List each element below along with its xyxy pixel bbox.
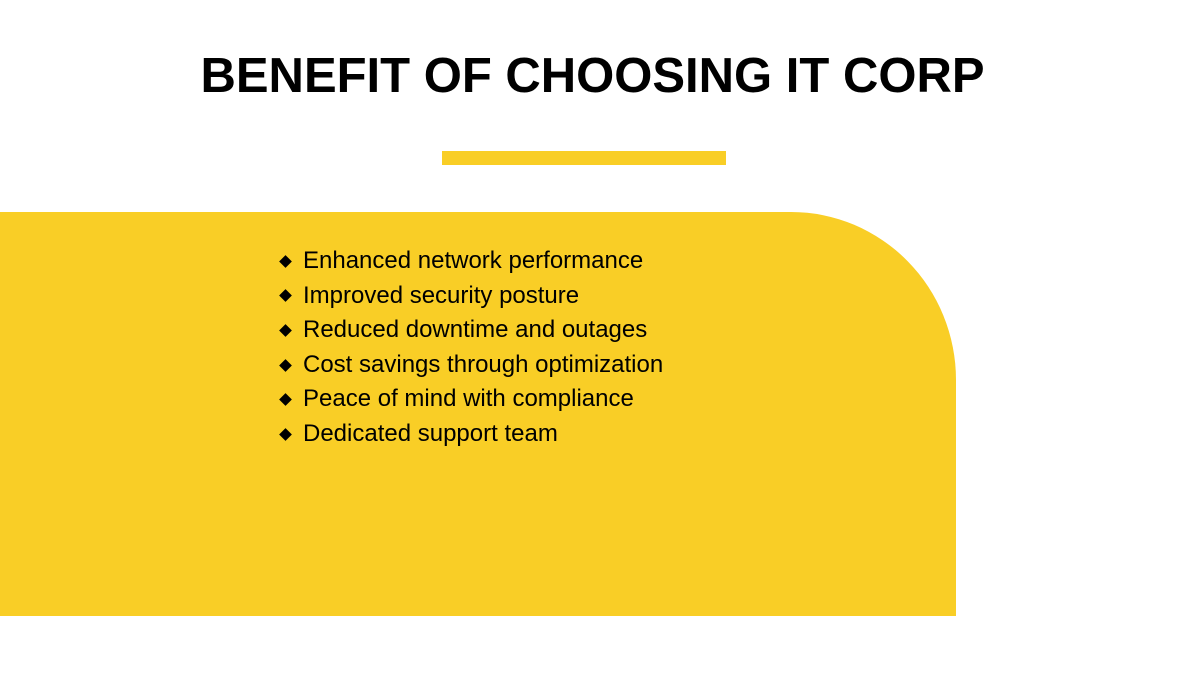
benefit-text: Improved security posture <box>303 281 580 309</box>
slide-title: BENEFIT OF CHOOSING IT CORP <box>200 49 985 103</box>
benefit-text: Enhanced network performance <box>303 247 644 274</box>
diamond-bullet-icon <box>279 358 292 372</box>
diamond-bullet-icon <box>279 254 292 268</box>
yellow-content-panel <box>0 212 956 616</box>
benefits-list: Enhanced network performance Improved se… <box>278 244 663 452</box>
benefit-item: Enhanced network performance <box>278 244 663 279</box>
benefit-item: Peace of mind with compliance <box>278 382 663 417</box>
title-accent-bar <box>442 151 726 165</box>
diamond-bullet-icon <box>279 324 292 337</box>
benefit-item: Cost savings through optimization <box>278 348 663 383</box>
benefit-text: Dedicated support team <box>303 419 558 447</box>
diamond-bullet-icon <box>279 393 292 407</box>
benefit-text: Reduced downtime and outages <box>303 316 648 344</box>
benefit-item: Dedicated support team <box>278 417 663 452</box>
benefit-item: Reduced downtime and outages <box>278 313 663 348</box>
benefit-item: Improved security posture <box>278 279 663 314</box>
diamond-bullet-icon <box>279 289 292 303</box>
benefit-text: Peace of mind with compliance <box>303 385 634 413</box>
benefit-text: Cost savings through optimization <box>303 350 664 378</box>
diamond-bullet-icon <box>279 427 292 441</box>
